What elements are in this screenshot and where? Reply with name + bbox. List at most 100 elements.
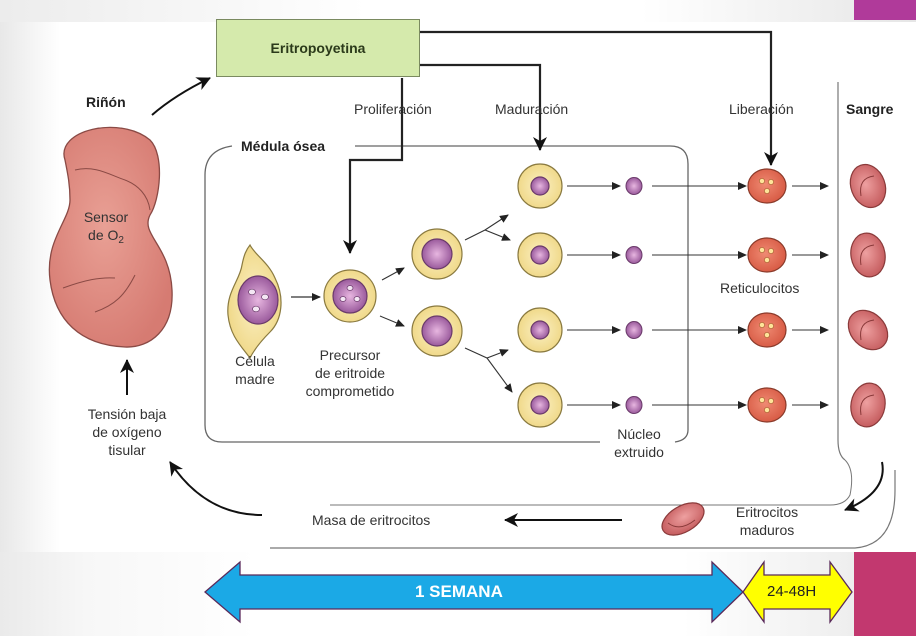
reticulum-dot xyxy=(768,398,774,404)
kidney-icon xyxy=(48,126,173,348)
precursor-label-line1: Precursor xyxy=(319,347,381,363)
mature-erythrocyte-icon xyxy=(661,502,705,536)
reticulum-dot xyxy=(768,179,774,185)
sensor-label-text: de O xyxy=(88,227,119,243)
accent-bar-bottom xyxy=(854,552,916,636)
precursor-label-line3: comprometido xyxy=(305,383,395,399)
maturation-label: Maduración xyxy=(495,101,569,117)
reticulocytes-label: Reticulocitos xyxy=(720,280,800,296)
epo-release-line xyxy=(420,30,778,166)
low-oxygen-label: Tensión baja de oxígeno tisular xyxy=(72,405,182,459)
nucleolus xyxy=(353,296,361,302)
sensor-label-line2: de O2 xyxy=(66,226,146,250)
normoblast-nucleus xyxy=(530,245,550,265)
reticulocyte xyxy=(747,168,787,204)
erythrocyte xyxy=(849,163,887,209)
nucleus-label-line2: extruido xyxy=(614,444,664,460)
reticulocyte xyxy=(747,237,787,273)
blood-to-mature-arrow xyxy=(844,461,884,512)
extruded-nucleus xyxy=(625,177,643,195)
erythrocyte xyxy=(850,382,886,428)
kidney-crease xyxy=(124,179,151,211)
mature-label-line1: Eritrocitos xyxy=(735,504,799,520)
reticulum-dot xyxy=(759,397,765,403)
precursor-branch-arrow xyxy=(379,315,405,327)
nucleolus xyxy=(248,288,256,296)
erythrocyte-rim xyxy=(860,394,875,416)
precursor-label-line2: de eritroide xyxy=(314,365,386,381)
nucleolus xyxy=(339,296,347,302)
normoblast-nucleus xyxy=(530,320,550,340)
kidney-crease xyxy=(62,277,116,289)
reticulum-dot xyxy=(764,332,770,338)
erythrocyte-rim xyxy=(860,319,875,341)
extruded-nucleus xyxy=(625,246,643,264)
bone-marrow-border-left xyxy=(204,145,600,443)
reticulum-dot xyxy=(768,248,774,254)
mature-label-line2: maduros xyxy=(739,522,795,538)
nucleolus xyxy=(261,293,269,301)
one-week-label: 1 SEMANA xyxy=(415,582,503,601)
reticulum-dot xyxy=(764,257,770,263)
epo-maturation-line xyxy=(420,63,547,151)
reticulum-dot xyxy=(764,407,770,413)
mass-to-hypoxia-arrow xyxy=(169,461,263,516)
low-oxygen-line1: Tensión baja xyxy=(87,406,167,422)
epo-proliferation-line xyxy=(343,78,404,254)
erythrocyte-rim xyxy=(667,519,696,528)
bone-marrow-border-right xyxy=(355,145,689,443)
blood-divider xyxy=(837,82,846,461)
blood-label: Sangre xyxy=(846,101,894,117)
kidney-crease xyxy=(74,168,126,181)
cell-rows xyxy=(517,163,889,428)
circulation-loop-outer xyxy=(270,470,896,549)
sensor-label-line1: Sensor xyxy=(83,209,129,225)
release-label: Liberación xyxy=(729,101,794,117)
nucleolus xyxy=(252,305,260,313)
background-left-gradient xyxy=(0,0,60,636)
reticulum-dot xyxy=(764,188,770,194)
24-48h-arrow xyxy=(742,559,853,625)
o2-subscript: 2 xyxy=(118,235,124,246)
kidney-to-epo-arrow xyxy=(151,77,211,116)
stem-cell-label: Célula madre xyxy=(225,352,285,388)
extruded-nucleus xyxy=(625,396,643,414)
kidney-label: Riñón xyxy=(86,94,126,110)
stem-cell-nucleus xyxy=(237,275,279,325)
nucleolus xyxy=(346,285,354,291)
background-top-gradient xyxy=(0,0,916,22)
circulation-loop-inner xyxy=(330,459,853,506)
extruded-nucleus-label: Núcleo extruido xyxy=(604,425,674,461)
normoblast-nucleus xyxy=(530,176,550,196)
rbc-mass-label: Masa de eritrocitos xyxy=(312,512,431,528)
proliferation-label: Proliferación xyxy=(354,101,432,117)
erythropoietin-box: Eritropoyetina xyxy=(216,19,420,77)
second-gen-cells xyxy=(411,228,463,357)
mature-erythrocytes-label: Eritrocitos maduros xyxy=(722,503,812,539)
reticulum-dot xyxy=(759,247,765,253)
precursor-label: Precursor de eritroide comprometido xyxy=(295,346,405,400)
kidney-crease xyxy=(94,274,136,313)
low-oxygen-line2: de oxígeno xyxy=(92,424,162,440)
bone-marrow-label: Médula ósea xyxy=(237,137,330,155)
stem-cell-label-line2: madre xyxy=(235,371,275,387)
nucleus-label-line1: Núcleo xyxy=(617,426,661,442)
erythrocyte-rim xyxy=(860,244,875,266)
precursor-nucleus xyxy=(332,278,368,314)
erythrocyte-rim xyxy=(860,175,875,197)
reticulum-dot xyxy=(768,323,774,329)
reticulum-dot xyxy=(759,322,765,328)
normoblast-nucleus xyxy=(530,395,550,415)
erythrocyte xyxy=(847,309,889,351)
accent-bar-top xyxy=(854,0,916,20)
erythrocyte xyxy=(850,232,886,278)
sensor-label: Sensor de O2 xyxy=(66,208,146,250)
branch-arrows xyxy=(464,214,513,393)
24-48h-label: 24-48H xyxy=(767,583,817,600)
stem-cell-label-line1: Célula xyxy=(235,353,275,369)
reticulum-dot xyxy=(759,178,765,184)
precursor-branch-arrow xyxy=(381,267,405,281)
reticulocyte xyxy=(747,312,787,348)
reticulocyte xyxy=(747,387,787,423)
